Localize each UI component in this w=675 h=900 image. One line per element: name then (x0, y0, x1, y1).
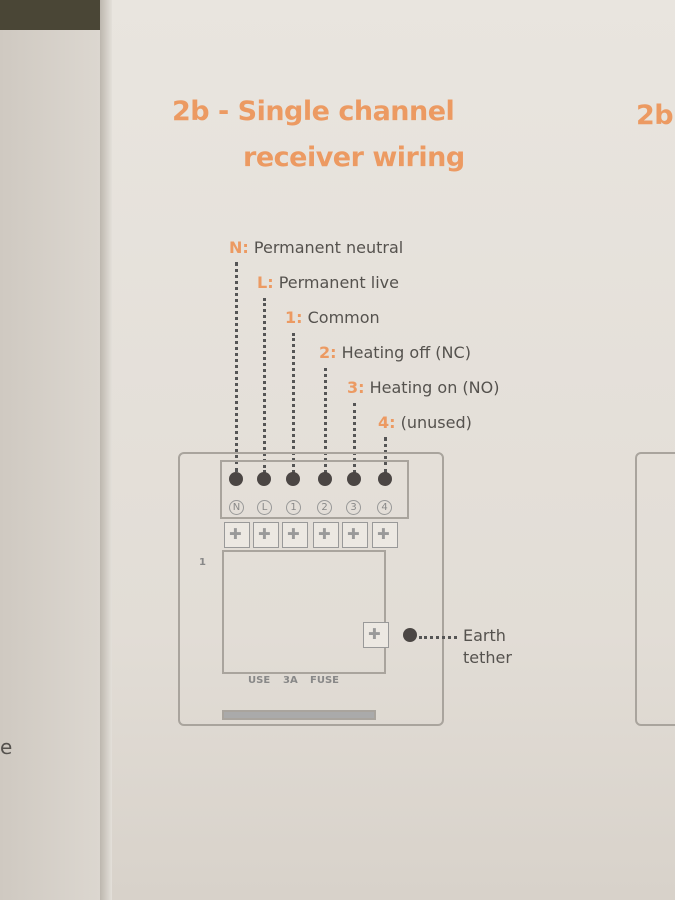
section-title-line1: 2b - Single channel (172, 96, 455, 127)
terminal-label-2: 2: Heating off (NC) (319, 343, 471, 362)
background-surface (0, 0, 110, 30)
page-gutter (100, 0, 112, 900)
leader-line-n (235, 262, 238, 472)
terminal-screw-icon (253, 522, 279, 548)
terminal-screw-icon (282, 522, 308, 548)
fuse-label-3a: 3A (283, 675, 298, 686)
earth-screw-icon (363, 622, 389, 648)
terminal-mark-2: 2 (317, 500, 332, 515)
left-page-fragment: e (0, 735, 13, 759)
terminal-screw-icon (224, 522, 250, 548)
leader-line-4 (384, 437, 387, 473)
terminal-label-l: L: Permanent live (257, 273, 399, 292)
leader-line-3 (353, 403, 356, 473)
side-mark: 1 (199, 557, 206, 568)
terminal-dot-l (257, 472, 271, 486)
terminal-dot-n (229, 472, 243, 486)
earth-dot (403, 628, 417, 642)
section-title-line2: receiver wiring (243, 142, 465, 173)
left-page (0, 0, 108, 900)
terminal-block (220, 460, 409, 519)
terminal-mark-3: 3 (346, 500, 361, 515)
terminal-label-n: N: Permanent neutral (229, 238, 404, 257)
terminal-dot-1 (286, 472, 300, 486)
terminal-screw-icon (342, 522, 368, 548)
leader-line-1 (292, 333, 295, 473)
next-section-title-fragment: 2b (636, 100, 674, 131)
terminal-dot-2 (318, 472, 332, 486)
terminal-label-4: 4: (unused) (378, 413, 472, 432)
terminal-mark-1: 1 (286, 500, 301, 515)
terminal-mark-l: L (257, 500, 272, 515)
terminal-screw-icon (372, 522, 398, 548)
manual-page (108, 0, 675, 900)
earth-label-line1: Earth (463, 626, 506, 645)
backplate-outline (178, 452, 444, 726)
terminal-mark-n: N (229, 500, 244, 515)
leader-line-l (263, 298, 266, 473)
earth-leader-line (419, 636, 457, 639)
next-diagram-fragment (635, 452, 675, 726)
fuse-label-use: USE (248, 675, 271, 686)
terminal-dot-3 (347, 472, 361, 486)
base-strip (222, 710, 376, 720)
terminal-screw-icon (313, 522, 339, 548)
terminal-dot-4 (378, 472, 392, 486)
fuse-cavity (222, 550, 386, 674)
leader-line-2 (324, 368, 327, 473)
terminal-label-1: 1: Common (285, 308, 380, 327)
terminal-mark-4: 4 (377, 500, 392, 515)
fuse-label-fuse: FUSE (310, 675, 339, 686)
terminal-label-3: 3: Heating on (NO) (347, 378, 500, 397)
earth-label-line2: tether (463, 648, 512, 667)
